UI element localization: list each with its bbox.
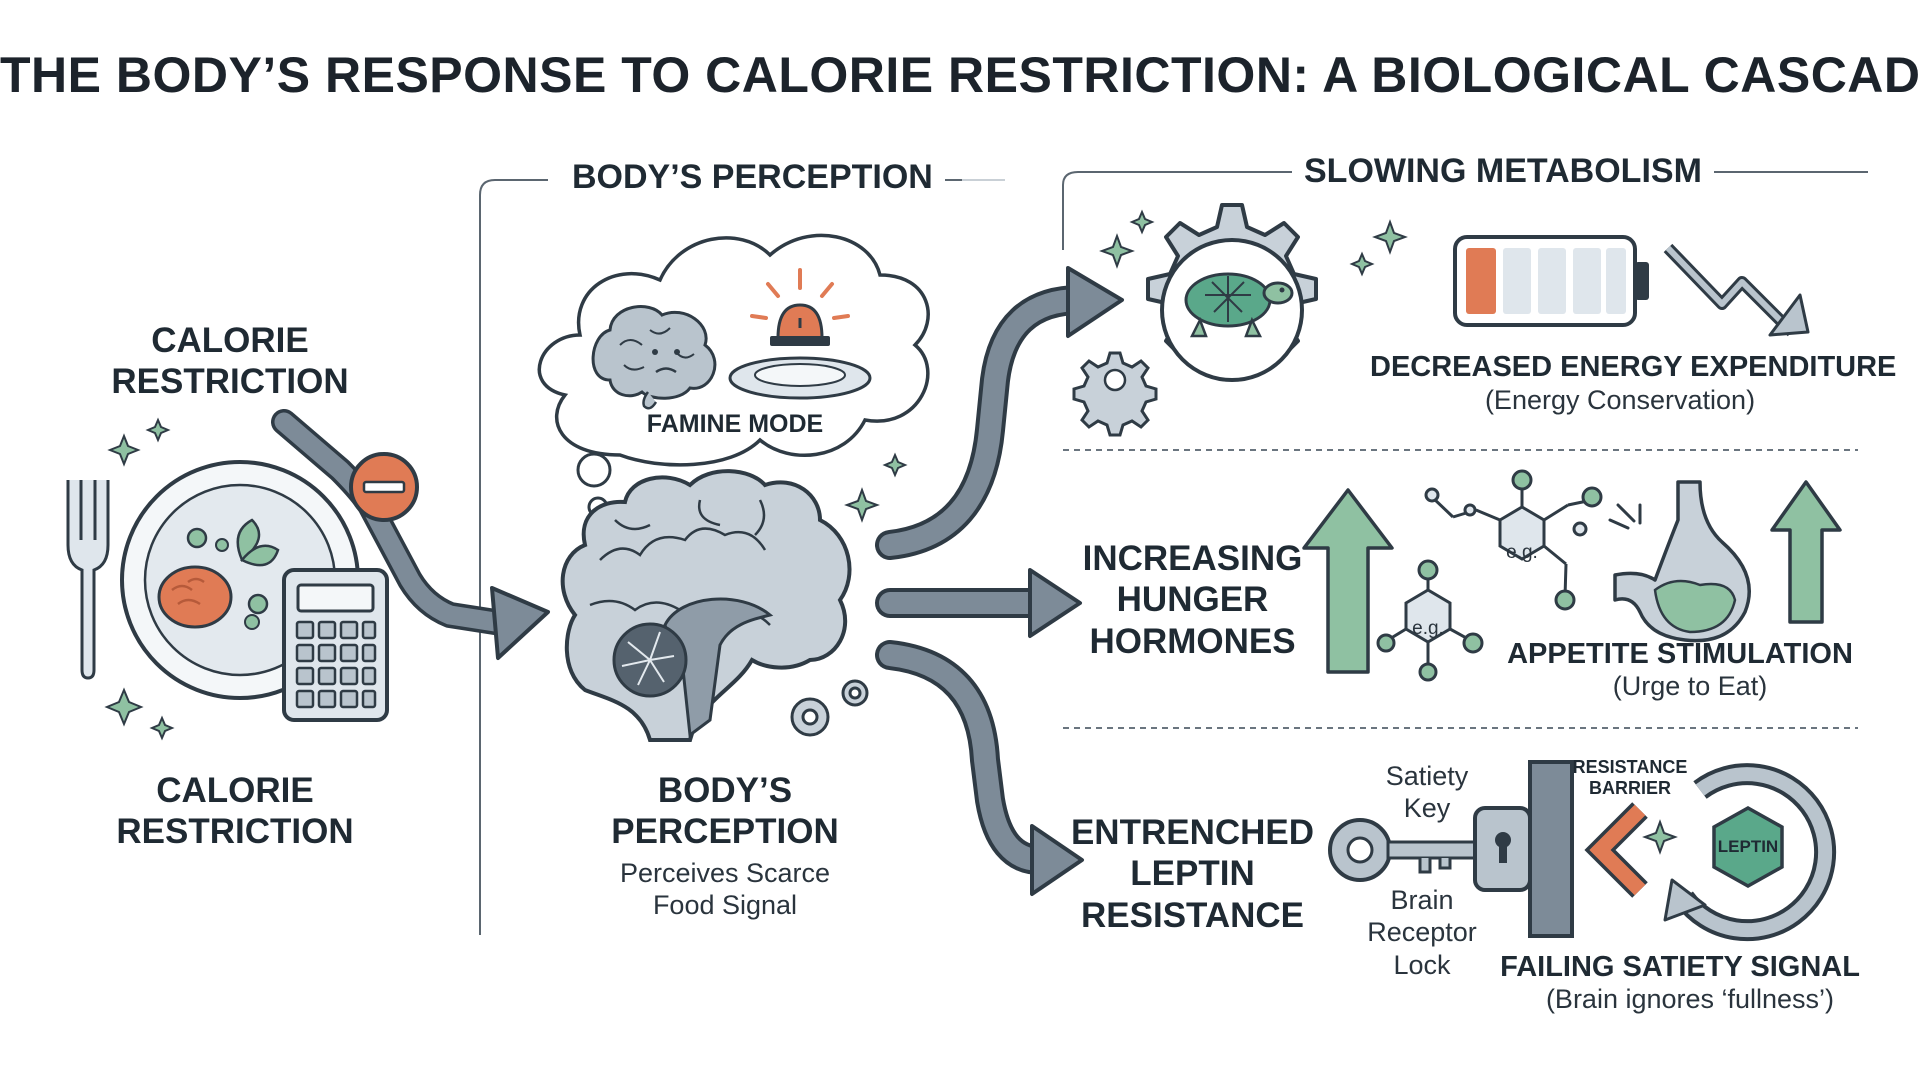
fork-icon <box>66 480 110 680</box>
satiety-key-icon <box>1328 818 1480 882</box>
declining-trend-icon <box>1663 243 1810 337</box>
leptin-resistance-illustration <box>1328 760 1837 942</box>
page-title: THE BODY’S RESPONSE TO CALORIE RESTRICTI… <box>0 47 1920 103</box>
appetite-stimulation-label: APPETITE STIMULATION <box>1507 638 1853 670</box>
minus-sign-icon <box>349 452 419 522</box>
section-header-metabolism: SLOWING METABOLISM <box>1292 152 1714 191</box>
stomach-icon <box>1608 480 1751 643</box>
restriction-bottom-label: CALORIE RESTRICTION <box>116 771 354 852</box>
empty-plate-icon <box>728 356 872 400</box>
failing-satiety-label: FAILING SATIETY SIGNAL <box>1500 951 1860 983</box>
cascade-arrows <box>875 266 1124 896</box>
calorie-restriction-illustration <box>66 409 550 741</box>
receptor-lock-label: Brain Receptor Lock <box>1367 885 1477 980</box>
famine-thought-bubble <box>537 233 930 518</box>
perception-description: Perceives Scarce Food Signal <box>619 858 831 921</box>
energy-expenditure-label: DECREASED ENERGY EXPENDITURE <box>1370 351 1897 383</box>
molecule-example-tag: e.g. <box>1506 542 1538 563</box>
section-brackets <box>479 171 1868 935</box>
slowing-metabolism-illustration <box>1072 203 1810 437</box>
leptin-resistance-title: ENTRENCHED LEPTIN RESISTANCE <box>1070 813 1315 935</box>
molecule-example-tag: e.g. <box>1412 618 1444 639</box>
brain-cross-section-icon <box>560 452 908 742</box>
leptin-hex-label: LEPTIN <box>1717 837 1779 856</box>
failing-satiety-description: (Brain ignores ‘fullness’) <box>1545 984 1835 1014</box>
satiety-key-label: Satiety Key <box>1385 761 1469 824</box>
perception-label: BODY’S PERCEPTION <box>611 771 839 852</box>
section-header-perception: BODY’S PERCEPTION <box>560 158 945 197</box>
restriction-top-label: CALORIE RESTRICTION <box>111 321 349 402</box>
leptin-cycle-icon <box>1663 763 1837 942</box>
hunger-hormones-title: INCREASING HUNGER HORMONES <box>1082 539 1303 661</box>
alarm-siren-icon <box>750 268 850 346</box>
famine-mode-label: FAMINE MODE <box>646 410 824 438</box>
worried-brain-icon <box>591 305 717 410</box>
resistance-barrier-icon <box>1528 760 1678 938</box>
low-battery-icon <box>1453 235 1649 327</box>
gear-turtle-icon <box>1072 203 1408 437</box>
resistance-barrier-label: RESISTANCE BARRIER <box>1572 757 1688 799</box>
gear-icon <box>790 679 869 737</box>
up-arrow-icon <box>1302 480 1842 674</box>
sparkle-icons <box>104 417 175 741</box>
brain-receptor-lock-icon <box>1473 806 1532 892</box>
hunger-hormones-illustration <box>1302 469 1842 682</box>
appetite-stimulation-description: (Urge to Eat) <box>1612 671 1768 701</box>
hormone-molecule-icon <box>1376 469 1603 682</box>
calculator-icon <box>282 568 389 722</box>
restriction-arrow <box>271 409 550 660</box>
energy-expenditure-description: (Energy Conservation) <box>1484 385 1756 415</box>
